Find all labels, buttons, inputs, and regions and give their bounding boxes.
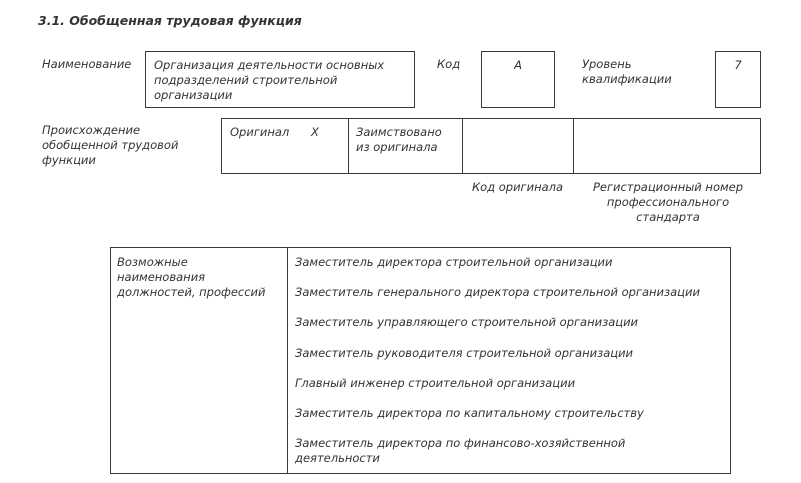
origin-label-line: функции (42, 153, 96, 167)
level-label-line: квалификации (582, 72, 672, 86)
origin-table: Оригинал Х Заимствовано из оригинала (221, 118, 761, 174)
origin-label: Происхождение обобщенной трудовой функци… (42, 123, 178, 168)
level-label-line: Уровень (582, 57, 632, 71)
reg-number-caption: Регистрационный номер профессионального … (575, 180, 761, 225)
level-value-box: 7 (715, 51, 761, 108)
position-item-line: деятельности (295, 451, 380, 465)
positions-table: Возможные наименования должностей, профе… (110, 247, 731, 474)
code-value: А (514, 58, 522, 72)
positions-label: Возможные наименования должностей, профе… (117, 255, 266, 300)
code-label: Код (437, 57, 461, 71)
position-item: Заместитель директора по финансово-хозяй… (295, 436, 725, 466)
borrowed-label-line: Заимствовано (356, 125, 442, 139)
reg-number-caption-line: профессионального (606, 195, 730, 209)
position-item: Заместитель генерального директора строи… (295, 285, 700, 299)
name-label: Наименование (42, 57, 132, 71)
borrowed-label: Заимствовано из оригинала (356, 125, 442, 155)
reg-number-caption-line: Регистрационный номер (592, 180, 744, 194)
name-value-line: организации (154, 88, 233, 102)
level-value: 7 (734, 58, 742, 72)
position-item: Заместитель руководителя строительной ор… (295, 346, 634, 360)
level-label: Уровень квалификации (582, 57, 672, 87)
original-mark: Х (311, 125, 319, 139)
reg-number-caption-line: стандарта (636, 210, 700, 224)
original-label: Оригинал (230, 125, 290, 139)
name-value-line: подразделений строительной (154, 73, 338, 87)
position-item: Заместитель директора строительной орган… (295, 255, 613, 269)
origin-label-line: обобщенной трудовой (42, 138, 179, 152)
original-code-caption: Код оригинала (471, 180, 564, 194)
positions-label-line: Возможные (117, 255, 188, 269)
positions-label-line: должностей, профессий (117, 285, 266, 299)
section-title: 3.1. Обобщенная трудовая функция (38, 13, 302, 28)
name-value-box: Организация деятельности основных подраз… (145, 51, 415, 108)
position-item: Заместитель директора по капитальному ст… (295, 406, 644, 420)
name-value-line: Организация деятельности основных (154, 58, 385, 72)
origin-label-line: Происхождение (42, 123, 141, 137)
code-value-box: А (481, 51, 555, 108)
borrowed-label-line: из оригинала (356, 140, 438, 154)
positions-label-line: наименования (117, 270, 206, 284)
position-item: Заместитель управляющего строительной ор… (295, 315, 639, 329)
position-item-line: Заместитель директора по финансово-хозяй… (295, 436, 626, 450)
position-item: Главный инженер строительной организации (295, 376, 576, 390)
